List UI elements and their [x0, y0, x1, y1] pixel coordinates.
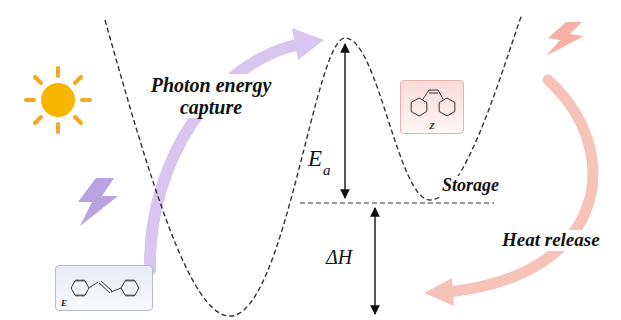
molecule-box: E [55, 265, 153, 311]
isomer-label: Z [429, 122, 435, 131]
lightning-icon [546, 22, 584, 56]
molecule-box: Z [400, 80, 464, 134]
photon-arrow [150, 28, 324, 270]
state-label: Storage [440, 176, 501, 196]
lightning-icon [78, 178, 118, 226]
sun-icon [26, 68, 90, 132]
ea-arrow [344, 44, 345, 198]
isomer-label: E [61, 299, 67, 308]
enthalpy-label: ΔH [326, 246, 352, 268]
energy-symbol: E [308, 146, 322, 171]
molecule-structure [56, 266, 152, 310]
process-label: Heat release [500, 230, 602, 251]
dh-arrow [374, 208, 375, 314]
process-label: Photon energy capture [138, 74, 284, 118]
level-line [300, 202, 494, 203]
energy-curve [105, 14, 522, 316]
energy-subscript: a [323, 162, 331, 179]
